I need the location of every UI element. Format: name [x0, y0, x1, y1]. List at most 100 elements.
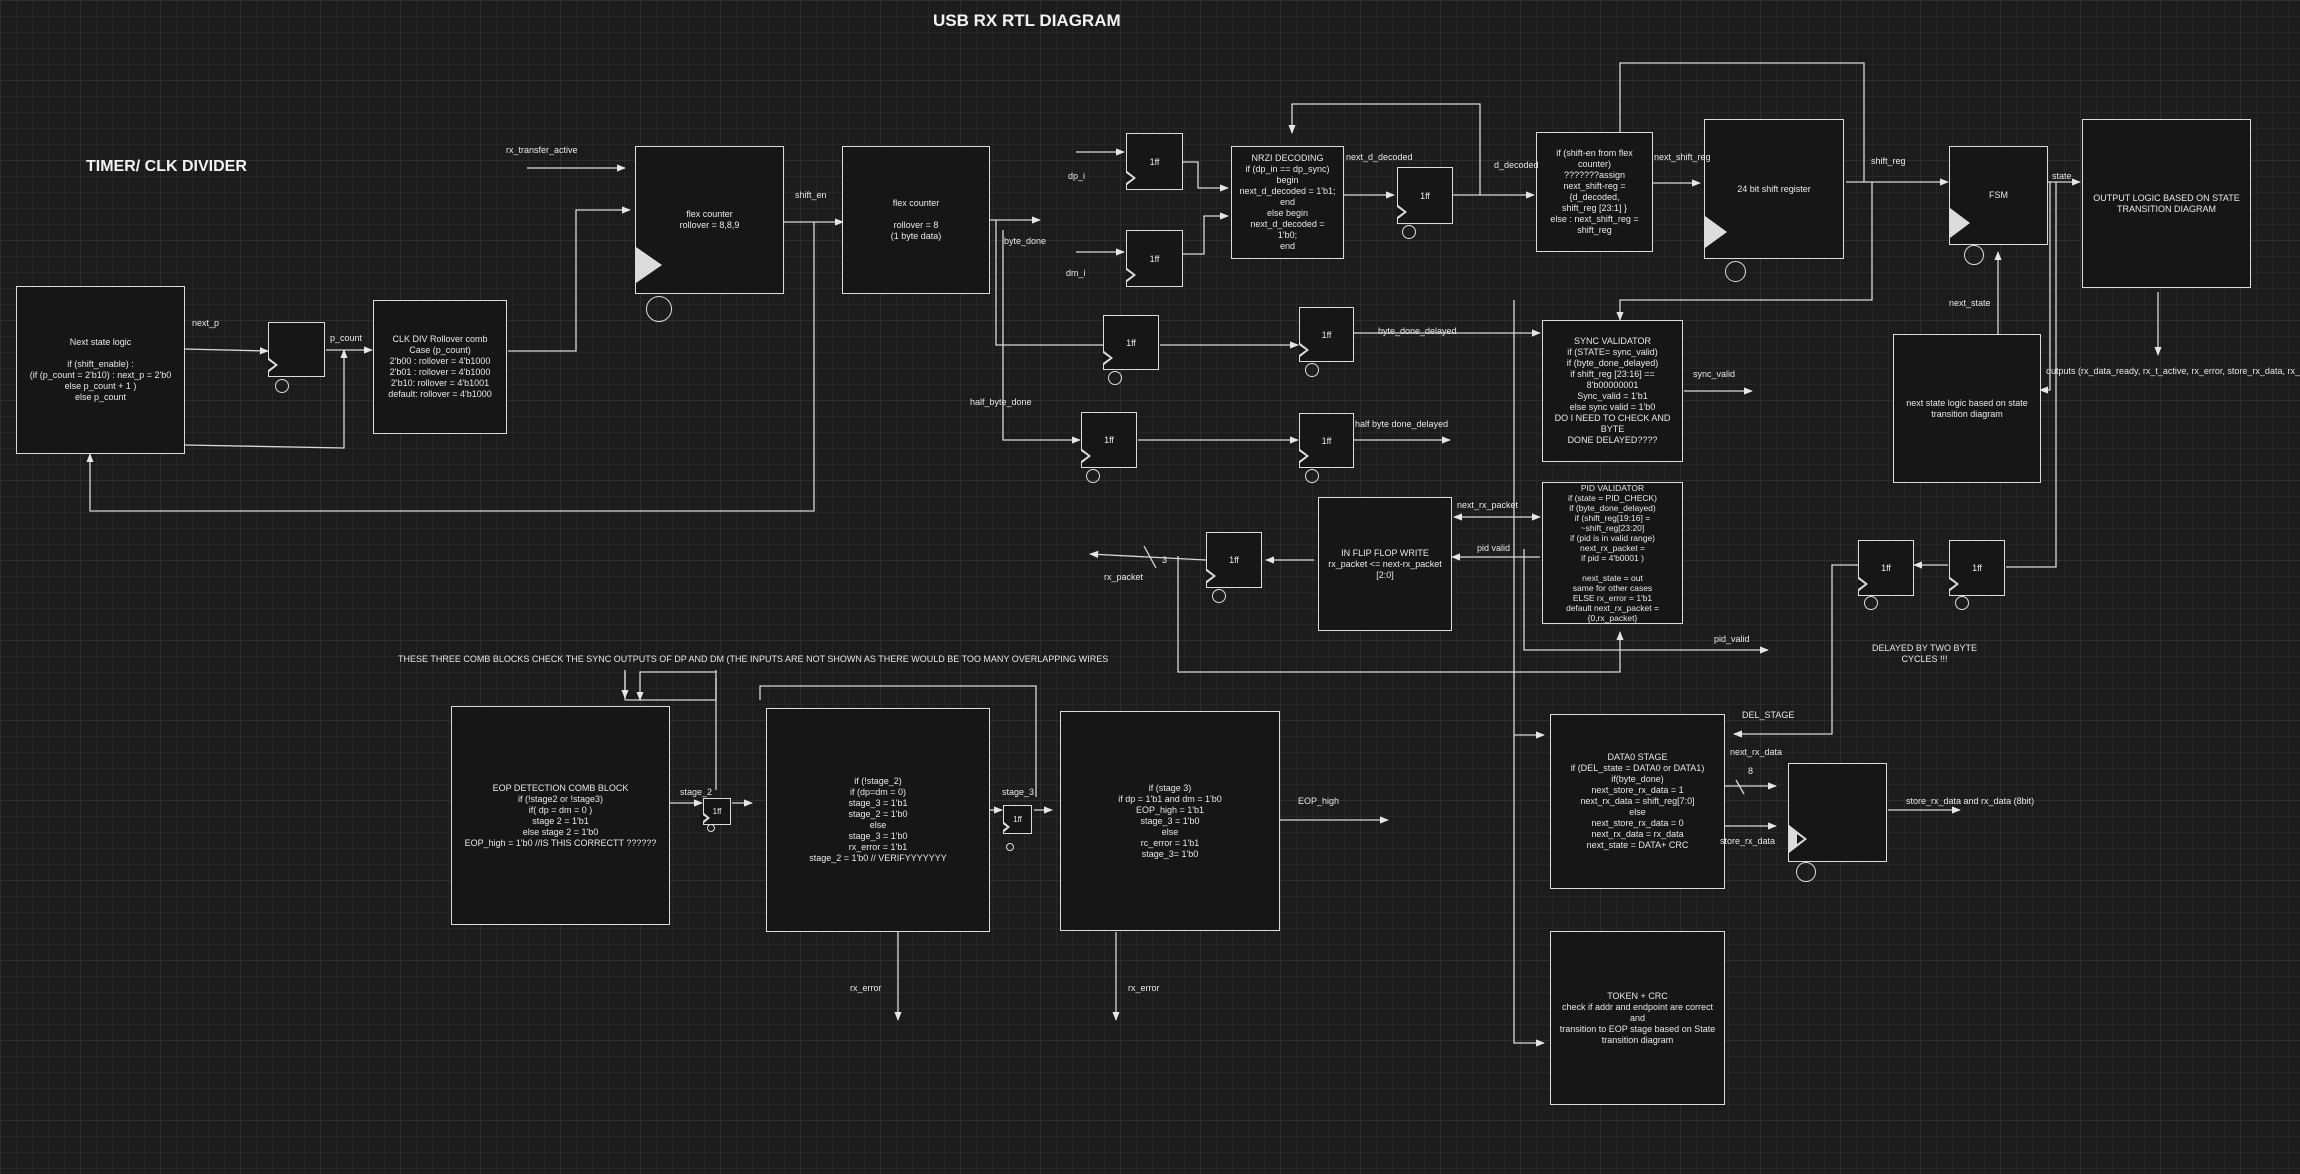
wire-byte-done-ff [995, 220, 1117, 349]
ff-label: 1ff [1149, 253, 1160, 264]
clock-triangle [1000, 822, 1010, 832]
label-half-byte-done: half_byte_done [970, 397, 1032, 407]
label-delayed-two-bytes: DELAYED BY TWO BYTE CYCLES !!! [1872, 643, 1978, 664]
ff-label: 1ff [1126, 337, 1136, 348]
dm-sync-ff: 1ff [1126, 230, 1183, 287]
byte-done-ff-a: 1ff [1103, 315, 1159, 370]
label-del-stage: DEL_STAGE [1742, 710, 1795, 720]
label-rx-error-b: rx_error [1128, 983, 1160, 993]
pcount-ff [268, 322, 325, 377]
label-bus-width-8: 8 [1748, 766, 1754, 776]
delay-ff-2: 1ff [1949, 540, 2005, 596]
label-store-rx-data: store_rx_data [1720, 836, 1776, 846]
label-next-p: next_p [192, 318, 220, 328]
wire-dp-sync [1182, 161, 1229, 192]
label-next-state: next_state [1949, 298, 1991, 308]
wire-shift-reg-feedback [1616, 62, 1865, 182]
label-p-count: p_count [330, 333, 363, 343]
label-outputs: outputs (rx_data_ready, rx_t_active, rx_… [2046, 366, 2300, 376]
wire-delay-chain [2006, 182, 2057, 568]
label-next-rx-data: next_rx_data [1730, 747, 1783, 757]
clock-triangle [700, 813, 710, 823]
eop-note: THESE THREE COMB BLOCKS CHECK THE SYNC O… [398, 654, 1109, 664]
reset-bubble [1305, 363, 1319, 377]
clock-triangle [1950, 208, 1970, 238]
flex-counter-1: flex counter rollover = 8,8,9 [635, 146, 784, 294]
stage2-block: if (!stage_2) if (dp=dm = 0) stage_3 = 1… [766, 708, 990, 932]
shift-mux-block: if (shift-en from flex counter) ???????a… [1536, 132, 1653, 252]
label-byte-done: byte_done [1004, 236, 1047, 246]
label-rx-packet: rx_packet [1104, 572, 1144, 582]
rx-packet-ff: 1ff [1206, 532, 1262, 588]
wire-next-p [183, 347, 269, 355]
dp-sync-ff: 1ff [1126, 133, 1183, 190]
ff-label: 1ff [1420, 190, 1430, 201]
wire-d-decoded-feedback [1288, 103, 1481, 195]
in-flip-flop-write-block: IN FLIP FLOP WRITE rx_packet <= next-rx_… [1318, 497, 1452, 631]
sync-validator-block: SYNC VALIDATOR if (STATE= sync_valid) if… [1542, 320, 1683, 462]
stage2-ff: 1ff [700, 798, 731, 825]
reset-bubble [1864, 596, 1878, 610]
reset-bubble [1402, 225, 1416, 239]
next-state-logic-block: Next state logic if (shift_enable) : (if… [16, 286, 185, 454]
wire-shift-reg-down [1616, 182, 1873, 321]
ff-label: 1ff [1321, 435, 1332, 446]
wire-note-loop [625, 670, 717, 701]
reset-bubble [1086, 469, 1100, 483]
byte-done-ff-b: 1ff [1299, 307, 1354, 362]
stage3-block: if (stage 3) if dp = 1'b1 and dm = 1'b0 … [1060, 711, 1280, 931]
wire-dm-sync [1182, 212, 1229, 255]
clock-triangle [1705, 216, 1727, 248]
output-logic-block: OUTPUT LOGIC BASED ON STATE TRANSITION D… [2082, 119, 2251, 288]
label-rx-error-a: rx_error [850, 983, 882, 993]
label-sync-valid: sync_valid [1693, 369, 1736, 379]
reset-bubble [646, 296, 672, 322]
clk-div-rollover-block: CLK DIV Rollover comb Case (p_count) 2'b… [373, 300, 507, 434]
wire-half-byte-done [1002, 230, 1081, 444]
ff-label: 1ff [1104, 435, 1114, 445]
reset-bubble [1955, 596, 1969, 610]
label-state: state [2052, 171, 2072, 181]
nrzi-decoding-block: NRZI DECODING if (dp_in == dp_sync) begi… [1231, 146, 1344, 259]
clock-triangle [1126, 171, 1136, 185]
wire-pid-valid-out [1523, 549, 1769, 654]
label-store-rx-data-out: store_rx_data and rx_data (8bit) [1906, 796, 2035, 806]
wire-stage3-loop [759, 685, 1037, 797]
clock-triangle [1299, 343, 1309, 357]
shift-register-24bit: 24 bit shift register [1704, 119, 1844, 259]
clock-triangle [1789, 825, 1807, 853]
wire-next-rx-data-bus [1735, 779, 1745, 795]
data0-stage-block: DATA0 STAGE if (DEL_state = DATA0 or DAT… [1550, 714, 1725, 889]
delay-ff-1: 1ff [1858, 540, 1914, 596]
label-dm-i: dm_i [1066, 268, 1086, 278]
label-half-byte-done-delayed: half byte done_delayed [1355, 419, 1449, 429]
label-next-rx-packet: next_rx_packet [1457, 500, 1519, 510]
pid-validator-block: PID VALIDATOR if (state = PID_CHECK) if … [1542, 482, 1683, 624]
stage3-ff: 1ff [1000, 805, 1032, 834]
reset-bubble [1305, 469, 1319, 483]
wire-shift-reg-vertical [1513, 300, 1545, 1047]
reset-bubble [1796, 862, 1816, 882]
label-stage-3: stage_3 [1002, 787, 1035, 797]
label-next-shift-reg: next_shift_reg [1654, 152, 1711, 162]
label-pid-valid-a: pid valid [1477, 543, 1511, 553]
half-byte-ff-b: 1ff [1299, 413, 1354, 468]
wire-rollover [508, 206, 631, 352]
wire-del-stage [1733, 564, 1858, 738]
wire-rx-packet [1089, 550, 1207, 561]
label-rx-transfer-active: rx_transfer_active [506, 145, 578, 155]
reset-bubble [1725, 261, 1746, 282]
diagram-title: USB RX RTL DIAGRAM [933, 11, 1121, 30]
ff-label: 1ff [1972, 563, 1982, 573]
label-eop-high: EOP_high [1298, 796, 1340, 806]
wire-rx-packet-feedback [1177, 556, 1624, 673]
clock-triangle [1206, 569, 1216, 583]
label-shift-en: shift_en [795, 190, 827, 200]
reset-bubble [1212, 589, 1226, 603]
timer-title: TIMER/ CLK DIVIDER [86, 158, 247, 175]
clock-triangle [268, 358, 278, 372]
clock-triangle [1949, 577, 1959, 591]
wire-state-to-ns [2039, 182, 2051, 394]
clock-triangle [1126, 268, 1136, 282]
